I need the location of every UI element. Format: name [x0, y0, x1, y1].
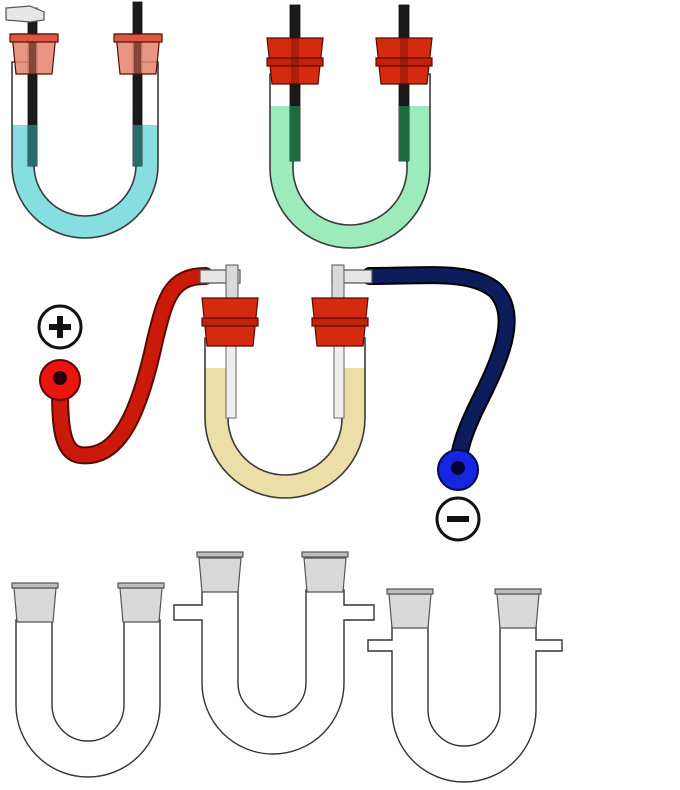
minus-sign-icon: [435, 496, 481, 542]
left-electrode-submerged: [290, 106, 300, 161]
left-joint-rim: [11, 582, 59, 589]
right-ground-joint: [303, 557, 347, 593]
anode-cable-fill: [53, 269, 212, 463]
right-connector-cap: [331, 264, 345, 299]
right-ground-joint: [496, 593, 540, 629]
electrode-clip: [5, 5, 45, 23]
left-joint-rim: [196, 551, 244, 558]
green-tube-glass: [269, 73, 431, 249]
yellow-tube-glass: [204, 337, 366, 499]
left-stopper-band: [201, 317, 259, 327]
left-connector-cap: [225, 264, 239, 299]
left-ground-joint: [388, 593, 432, 629]
plus-sign-icon: [37, 304, 83, 350]
green-solution-liquid: [270, 106, 430, 248]
yellow-solution-liquid: [205, 368, 365, 498]
right-joint-rim: [301, 551, 349, 558]
right-ground-joint: [119, 587, 163, 623]
left-electrode-submerged: [28, 125, 37, 166]
right-stopper-band: [375, 57, 433, 67]
side-arm-tube-glass: [367, 625, 563, 783]
right-stopper-band: [311, 317, 369, 327]
right-electrode-through-stopper: [134, 42, 141, 74]
blue-solution-liquid: [12, 125, 158, 238]
right-joint-rim: [494, 588, 542, 595]
right-electrode-submerged: [399, 106, 409, 161]
anode-terminal-socket: [53, 371, 67, 385]
side-arm-tube-glass: [173, 589, 375, 755]
empty-u-tube-side-arms-high: [173, 551, 375, 755]
right-electrode-submerged: [133, 125, 142, 166]
left-electrode-through-stopper: [291, 38, 299, 84]
right-electrode-through-stopper: [400, 38, 408, 84]
left-stopper-band: [266, 57, 324, 67]
plain-tube-glass: [15, 619, 161, 778]
right-joint-rim: [117, 582, 165, 589]
cathode-terminal-socket: [451, 461, 465, 475]
left-ground-joint: [13, 587, 57, 623]
left-electrode-through-stopper: [29, 42, 36, 74]
left-ground-joint: [198, 557, 242, 593]
blue-tube-glass: [11, 61, 159, 239]
empty-u-tube-plain: [11, 582, 165, 778]
electrolysis-u-tube: [37, 264, 516, 542]
empty-u-tube-side-arms-low: [367, 588, 563, 783]
left-stopper-collar: [9, 33, 59, 43]
right-stopper-collar: [113, 33, 163, 43]
u-tube-blue-solution: [5, 1, 163, 239]
cathode-cable-fill: [363, 268, 514, 477]
u-tube-green-solution: [266, 4, 433, 249]
left-joint-rim: [386, 588, 434, 595]
